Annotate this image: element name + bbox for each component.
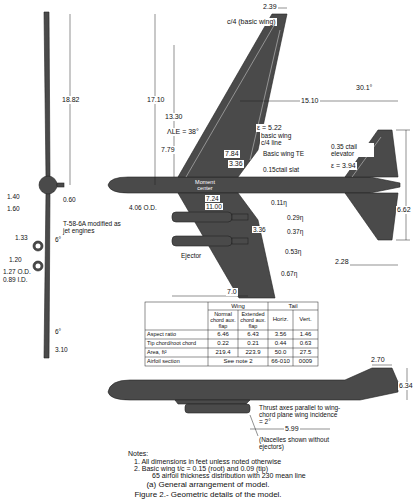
dimension-label: 5.99 <box>284 425 300 433</box>
dimension-label: 15.10 <box>300 97 320 105</box>
table-cell: Tail <box>268 303 318 310</box>
dimension-label: Ejector <box>180 252 202 259</box>
dimension-label: 11.00 <box>205 203 223 210</box>
dimension-label: 7.24 <box>205 195 220 202</box>
table-cell: See note 2 <box>208 358 268 365</box>
dimension-label: Thrust axes parallel to wing-chord plane… <box>258 404 342 425</box>
table-cell: 219.4 <box>208 349 238 356</box>
dimension-label: 7.0 <box>226 288 238 296</box>
dimension-label: 0.53η <box>284 248 302 255</box>
figure-caption: (a) General arrangement of model. <box>0 481 418 490</box>
dimension-label: 6.62 <box>396 206 412 214</box>
note-text: 65 airfoil thickness distribution with 2… <box>152 472 306 480</box>
dimension-label: Basic wing TE <box>262 150 305 157</box>
table-cell: Aspect ratio <box>147 331 208 337</box>
dimension-label: 0.29η <box>286 214 304 221</box>
table-cell: 0.44 <box>268 340 293 347</box>
dimension-label: 2.28 <box>334 258 350 266</box>
dimension-label: 0.35 ctail elevator <box>330 143 374 157</box>
table-cell: Airfoil section <box>147 358 208 364</box>
table-cell: Wing <box>208 303 268 310</box>
dimension-label: ε = 3.94 <box>330 162 357 170</box>
dimension-label: 1.60 <box>6 205 21 212</box>
table-cell: 223.9 <box>238 349 268 356</box>
dimension-label: c/4 (basic wing) <box>226 18 277 26</box>
dimension-label: 17.10 <box>146 96 166 104</box>
table-cell: 0.22 <box>208 340 238 347</box>
note-text: Notes: <box>128 450 148 458</box>
dimension-label: Moment center <box>190 179 220 191</box>
dimension-label: 0.15ctail slat <box>262 166 300 173</box>
dimension-label: 7.84 <box>224 150 240 158</box>
dimension-label: 2.39 <box>262 3 278 11</box>
dimension-label: 7.79 <box>160 146 176 154</box>
dimension-label: 1.33 <box>14 234 29 241</box>
dimension-label: 0.37η <box>286 228 304 235</box>
dimension-label: 0.60 <box>62 196 77 203</box>
dimension-label: 1.40 <box>6 193 21 200</box>
dimension-label: 1.20 <box>8 256 23 263</box>
table-cell: Vert. <box>293 316 318 323</box>
dimension-label: 6.34 <box>398 382 414 390</box>
dimension-label: ΛLE = 38° <box>166 128 200 136</box>
note-text: 2. Basic wing t/c = 0.15 (root) and 0.09… <box>134 465 268 473</box>
table-cell: 6.43 <box>238 331 268 338</box>
dimension-label: 0.67η <box>280 270 298 277</box>
table-cell: Area, ft² <box>147 349 208 355</box>
table-cell: Tip chord/root chord <box>147 340 208 346</box>
note-text: 1. All dimensions in feet unless noted o… <box>134 458 281 466</box>
dimension-label: (Nacelles shown without ejectors) <box>258 436 350 450</box>
table-cell: 50.0 <box>268 349 293 356</box>
dimension-label: ε = 5.22 <box>256 124 283 132</box>
table-cell: Horiz. <box>268 316 293 323</box>
dimension-label: 0.11η <box>270 199 288 206</box>
table-cell: 0.63 <box>293 340 318 347</box>
table-cell: Extended chord aux. flap <box>238 311 268 329</box>
table-cell: 6.46 <box>208 331 238 338</box>
figure-title: Figure 2.- Geometric details of the mode… <box>0 491 418 500</box>
dimension-label: 3.10 <box>54 346 69 353</box>
dimension-label: 0.89 I.D. <box>2 276 29 283</box>
dimension-label: 3.36 <box>228 160 244 168</box>
table-cell: Normal chord aux. flap <box>208 311 238 329</box>
dimension-label: 4.06 O.D. <box>128 204 158 211</box>
dimension-label: 6° <box>54 328 62 335</box>
dimension-label: 30.1° <box>355 84 373 92</box>
dimension-label: 6° <box>54 236 62 243</box>
dimension-label: T-58-6A modified as jet engines <box>62 220 122 234</box>
table-cell: 66-010 <box>268 358 293 365</box>
dimension-label: 3.36 <box>252 226 267 233</box>
table-cell: 0.21 <box>238 340 268 347</box>
dimension-label: 13.30 <box>164 113 184 121</box>
dimension-label: 2.70 <box>370 356 386 364</box>
dimension-label: basic wing c/4 line <box>260 132 302 146</box>
dimension-label: 1.27 O.D. <box>2 268 32 275</box>
table-cell: 27.5 <box>293 349 318 356</box>
table-cell: 0009 <box>293 358 318 365</box>
table-cell: 3.56 <box>268 331 293 338</box>
table-cell: 1.46 <box>293 331 318 338</box>
dimension-label: 18.82 <box>61 96 81 104</box>
